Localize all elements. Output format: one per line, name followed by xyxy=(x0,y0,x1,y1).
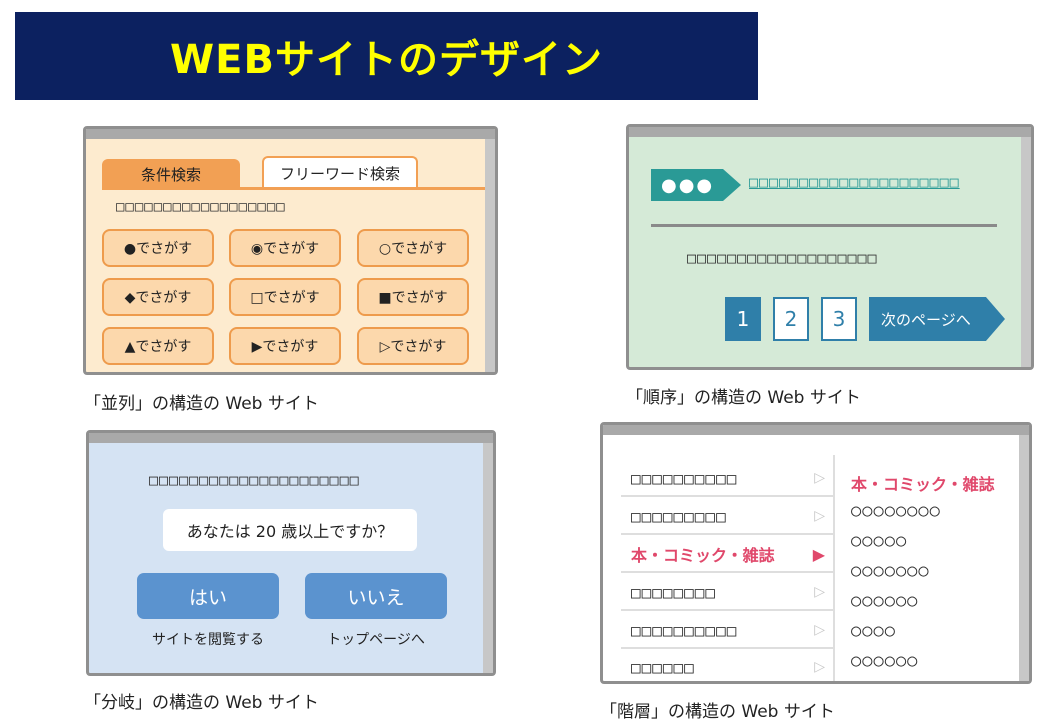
divider xyxy=(651,224,997,227)
no-button[interactable]: いいえ xyxy=(305,573,447,619)
submenu-item[interactable]: ○○○○○ xyxy=(851,531,908,551)
search-button[interactable]: ■でさがす xyxy=(357,278,469,316)
menu-item-books-comics-magazines[interactable]: 本・コミック・雑誌 ▶ xyxy=(621,537,833,573)
submenu-item[interactable]: ○○○○ xyxy=(851,621,896,641)
chevron-right-icon: ▶ xyxy=(812,544,825,564)
parallel-caption: 「並列」の構造の Web サイト xyxy=(84,394,319,414)
search-button[interactable]: ▲でさがす xyxy=(102,327,214,365)
window-titlebar xyxy=(86,129,495,139)
tab-freeword-search[interactable]: フリーワード検索 xyxy=(262,156,418,189)
placeholder-text: □□□□□□□□□□□□□□□□□□□□□ xyxy=(149,471,360,489)
header-link[interactable]: □□□□□□□□□□□□□□□□□□□□□ xyxy=(749,173,960,191)
menu-item-label: □□□□□□ xyxy=(631,657,695,677)
submenu-item[interactable]: ○○○○○○ xyxy=(851,651,919,671)
parallel-site-mockup: 条件検索 フリーワード検索 □□□□□□□□□□□□□□□□□□ ●でさがす ◉… xyxy=(83,126,498,375)
yes-button[interactable]: はい xyxy=(137,573,279,619)
branch-site-mockup: □□□□□□□□□□□□□□□□□□□□□ あなたは 20 歳以上ですか？ はい… xyxy=(86,430,496,676)
chevron-right-icon: ▷ xyxy=(814,470,825,486)
tab-divider xyxy=(102,187,485,190)
menu-item-label: 本・コミック・雑誌 xyxy=(631,546,775,565)
branch-caption: 「分岐」の構造の Web サイト xyxy=(84,693,319,713)
search-button[interactable]: □でさがす xyxy=(229,278,341,316)
page-1-button[interactable]: 1 xyxy=(725,297,761,341)
sequence-caption: 「順序」の構造の Web サイト xyxy=(626,388,861,408)
placeholder-text: □□□□□□□□□□□□□□□□□□□ xyxy=(687,249,878,267)
column-divider xyxy=(833,455,835,681)
scrollbar[interactable] xyxy=(1019,435,1029,681)
chevron-right-icon: ▷ xyxy=(814,508,825,524)
window-titlebar xyxy=(629,127,1031,137)
menu-item-label: □□□□□□□□□□ xyxy=(631,468,738,488)
yes-description: サイトを閲覧する xyxy=(152,632,264,648)
no-description: トップページへ xyxy=(327,632,425,648)
menu-item[interactable]: □□□□□□□□□□ ▷ xyxy=(621,613,833,649)
menu-item-label: □□□□□□□□□ xyxy=(631,506,727,526)
next-page-button[interactable]: 次のページへ xyxy=(869,297,1005,341)
title-banner: WEBサイトのデザイン xyxy=(15,12,758,100)
submenu-heading: 本・コミック・雑誌 xyxy=(851,475,995,494)
search-button[interactable]: ◆でさがす xyxy=(102,278,214,316)
age-question: あなたは 20 歳以上ですか？ xyxy=(163,509,417,551)
scrollbar[interactable] xyxy=(485,139,495,372)
search-button[interactable]: ●でさがす xyxy=(102,229,214,267)
search-button[interactable]: ▶でさがす xyxy=(229,327,341,365)
sequence-site-mockup: ●●● □□□□□□□□□□□□□□□□□□□□□ □□□□□□□□□□□□□□… xyxy=(626,124,1034,370)
scrollbar[interactable] xyxy=(1021,137,1031,367)
placeholder-text: □□□□□□□□□□□□□□□□□□ xyxy=(116,199,286,215)
menu-item[interactable]: □□□□□□□□□ ▷ xyxy=(621,499,833,535)
menu-item[interactable]: □□□□□□□□□□ ▷ xyxy=(621,461,833,497)
chevron-right-icon: ▷ xyxy=(814,659,825,675)
chevron-right-icon: ▷ xyxy=(814,584,825,600)
search-button[interactable]: ○でさがす xyxy=(357,229,469,267)
page-3-button[interactable]: 3 xyxy=(821,297,857,341)
chevron-right-icon: ▷ xyxy=(814,622,825,638)
menu-item-label: □□□□□□□□ xyxy=(631,582,717,602)
scrollbar[interactable] xyxy=(483,443,493,673)
page-2-button[interactable]: 2 xyxy=(773,297,809,341)
step-label-tag: ●●● xyxy=(651,169,741,201)
menu-item[interactable]: □□□□□□□□ ▷ xyxy=(621,575,833,611)
menu-item[interactable]: □□□□□□ ▷ xyxy=(621,649,833,681)
submenu-item[interactable]: ○○○○○○○○ xyxy=(851,501,941,521)
search-button[interactable]: ▷でさがす xyxy=(357,327,469,365)
hierarchy-site-mockup: □□□□□□□□□□ ▷ □□□□□□□□□ ▷ 本・コミック・雑誌 ▶ □□□… xyxy=(600,422,1032,684)
search-button[interactable]: ◉でさがす xyxy=(229,229,341,267)
page-title: WEBサイトのデザイン xyxy=(170,37,603,83)
submenu-item[interactable]: ○○○○○○○ xyxy=(851,561,930,581)
hierarchy-caption: 「階層」の構造の Web サイト xyxy=(600,702,835,720)
window-titlebar xyxy=(603,425,1029,435)
menu-item-label: □□□□□□□□□□ xyxy=(631,620,738,640)
tab-condition-search[interactable]: 条件検索 xyxy=(102,159,240,189)
window-titlebar xyxy=(89,433,493,443)
submenu-item[interactable]: ○○○○○○ xyxy=(851,591,919,611)
